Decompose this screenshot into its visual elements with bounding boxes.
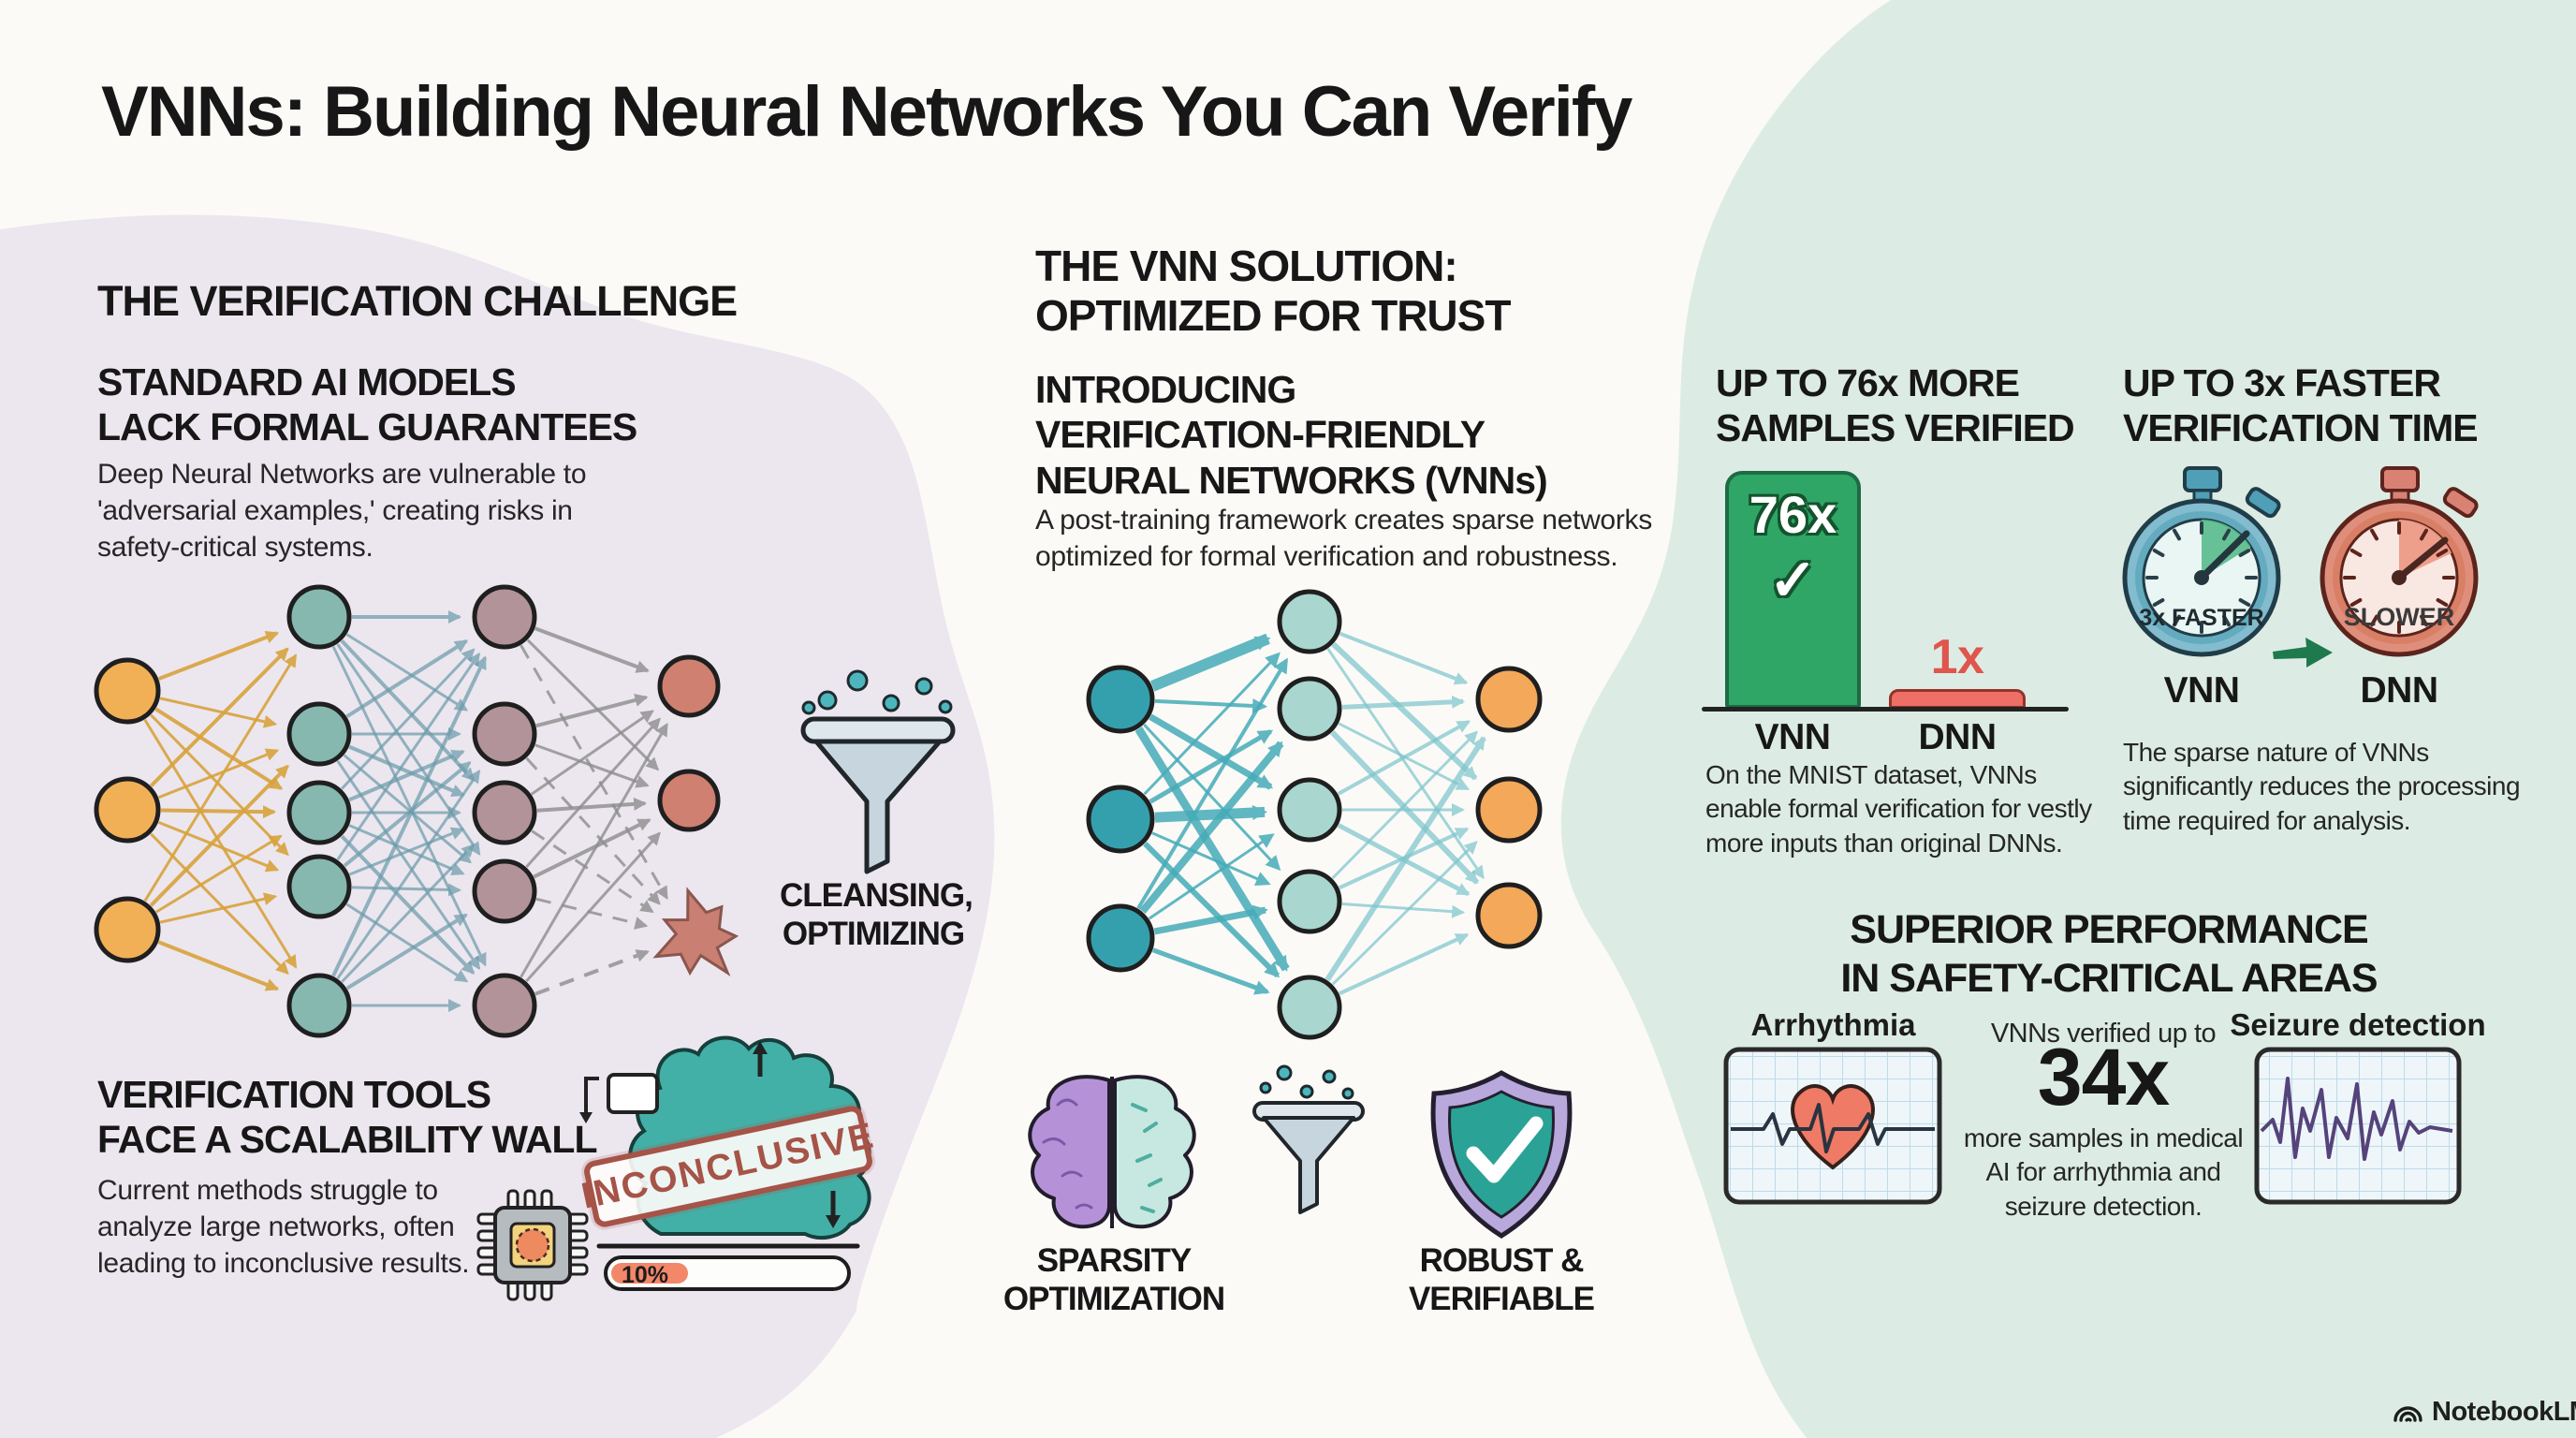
stopwatch-dnn-face-label: SLOWER [2344, 603, 2455, 631]
cleansing-funnel-icon [800, 669, 956, 874]
brain-icon [1028, 1075, 1196, 1229]
sparsity-label: SPARSITY OPTIMIZATION [1003, 1242, 1225, 1318]
stat3-heading: SUPERIOR PERFORMANCE IN SAFETY-CRITICAL … [1840, 907, 2378, 1001]
sparsity-funnel-icon [1252, 1064, 1365, 1214]
seizure-label: Seizure detection [2230, 1007, 2486, 1042]
bar-dnn [1889, 689, 2026, 709]
cleansing-funnel-label: CLEANSING, OPTIMIZING [780, 877, 973, 953]
stat2-caption: The sparse nature of VNNs significantly … [2123, 738, 2521, 835]
left-section-title: THE VERIFICATION CHALLENGE [97, 277, 738, 325]
left-block1-heading: STANDARD AI MODELS LACK FORMAL GUARANTEE… [97, 360, 637, 448]
robust-label: ROBUST & VERIFIABLE [1408, 1242, 1595, 1318]
bar-baseline [1702, 707, 2069, 712]
bar-vnn-value: 76x [1749, 485, 1837, 544]
stat1-heading: UP TO 76x MORE SAMPLES VERIFIED [1716, 361, 2075, 449]
stopwatch-vnn-icon: 3x FASTER [2122, 466, 2281, 657]
left-block2-body: Current methods struggle to analyze larg… [97, 1175, 470, 1279]
shield-check-icon [1430, 1070, 1573, 1239]
notebooklm-wordmark: NotebookLM [2432, 1397, 2576, 1427]
stat3-pre-text: VNNs verified up to [1990, 1019, 2217, 1049]
ecg-heart-card [1723, 1047, 1942, 1205]
heart-icon [1791, 1084, 1875, 1170]
middle-section-title: THE VNN SOLUTION: OPTIMIZED FOR TRUST [1035, 242, 1511, 341]
down-arrow-icon [826, 1191, 841, 1228]
middle-heading: INTRODUCING VERIFICATION-FRIENDLY NEURAL… [1035, 368, 1548, 502]
page-title: VNNs: Building Neural Networks You Can V… [101, 72, 1632, 152]
left-block2-heading: VERIFICATION TOOLS FACE A SCALABILITY WA… [97, 1073, 598, 1161]
notebooklm-logo-icon [2393, 1406, 2422, 1422]
stat3-post-text: more samples in medical AI for arrhythmi… [1963, 1123, 2244, 1221]
stat1-caption: On the MNIST dataset, VNNs enable formal… [1705, 760, 2092, 858]
bar-dnn-label: DNN [1918, 717, 1998, 757]
progress-bar: 10% [604, 1255, 851, 1291]
eeg-line [2260, 1077, 2453, 1161]
watch-dnn-label: DNN [2360, 670, 2439, 711]
stopwatch-graphics: 3x FASTER SLOWER [2122, 466, 2479, 668]
progress-percent: 10% [622, 1262, 669, 1288]
bar-vnn-label: VNN [1754, 717, 1831, 757]
eeg-waveform-card [2254, 1047, 2462, 1205]
document-icon [607, 1073, 659, 1114]
ecg-line [1731, 1103, 1935, 1153]
arrhythmia-label: Arrhythmia [1750, 1007, 1916, 1042]
progress-fill [611, 1263, 688, 1284]
stopwatch-dnn-icon: SLOWER [2320, 466, 2479, 657]
stat2-heading: UP TO 3x FASTER VERIFICATION TIME [2123, 361, 2479, 449]
stopwatch-vnn-face-label: 3x FASTER [2139, 605, 2263, 631]
middle-body: A post-training framework creates sparse… [1035, 505, 1652, 572]
bar-vnn: 76x ✓ [1725, 471, 1861, 709]
bar-vnn-check-icon: ✓ [1768, 549, 1818, 613]
green-arrow-icon [2273, 638, 2333, 668]
left-block1-body: Deep Neural Networks are vulnerable to '… [97, 459, 587, 563]
stat3-value: 34x [2037, 1033, 2171, 1123]
bar-dnn-value: 1x [1930, 630, 1984, 684]
watch-vnn-label: VNN [2163, 670, 2240, 711]
up-arrow-icon [753, 1041, 768, 1077]
chip-icon [476, 1189, 589, 1301]
